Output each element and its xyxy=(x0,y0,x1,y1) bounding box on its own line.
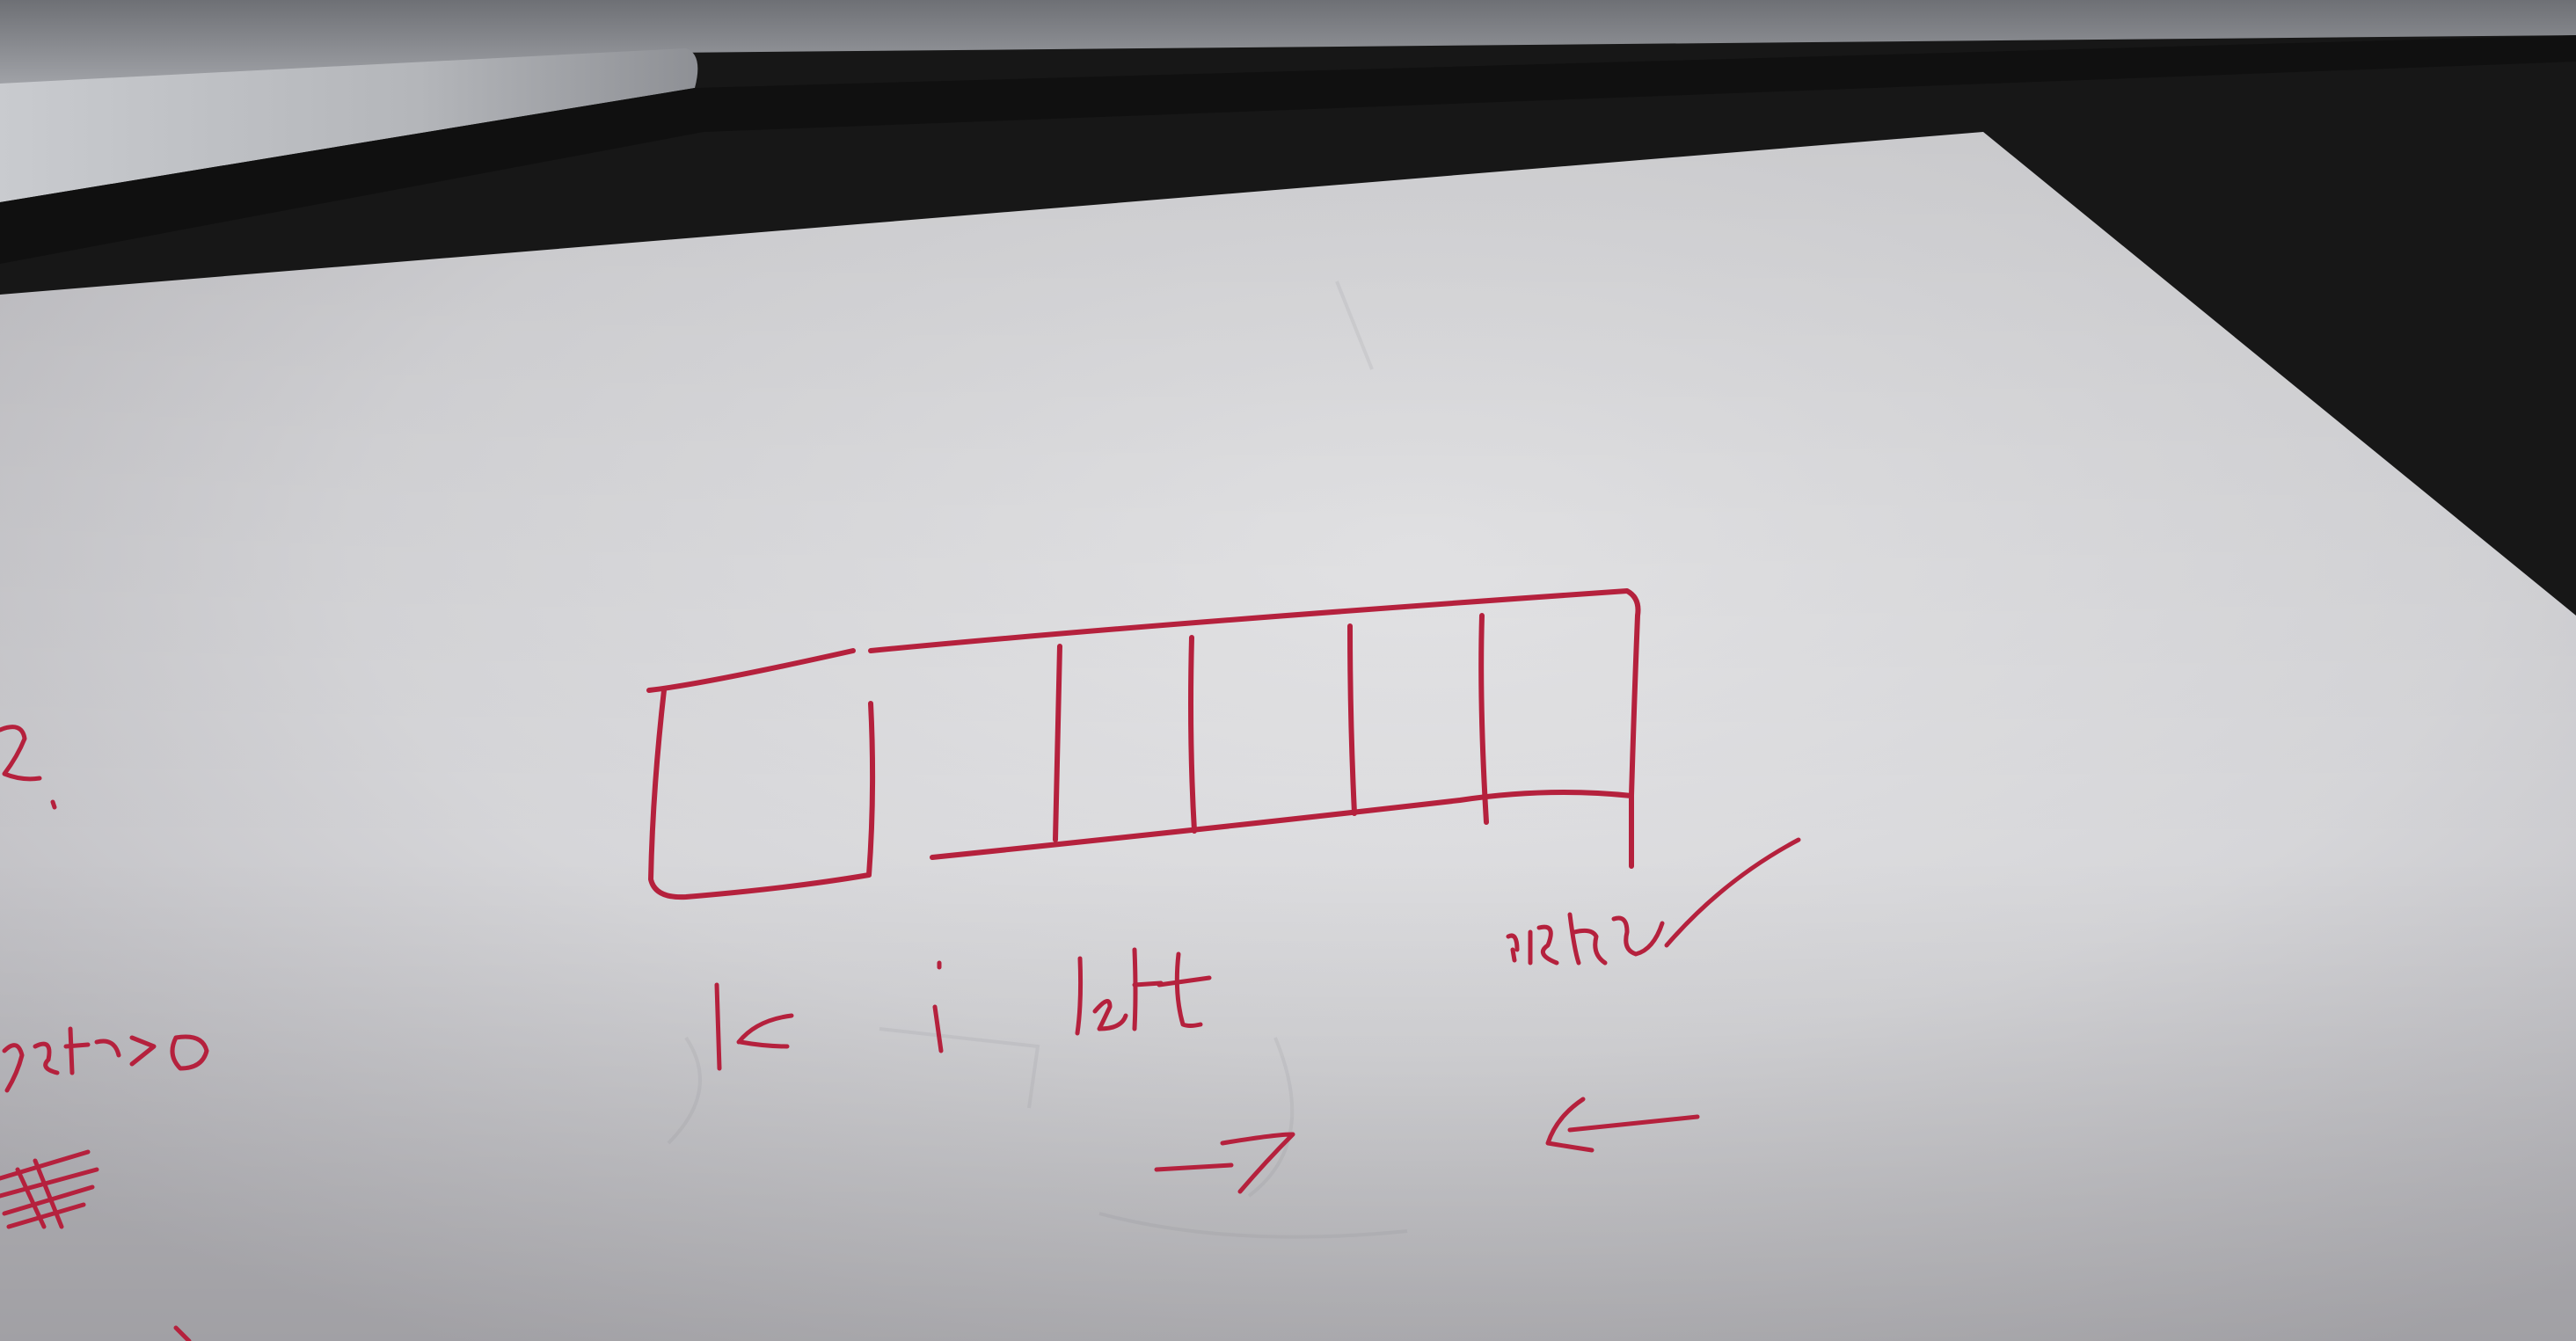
laptop-shadow-edge xyxy=(0,35,2576,264)
label-left xyxy=(1075,947,1212,1036)
divider-1 xyxy=(1053,644,1062,842)
divider-2 xyxy=(1188,635,1197,834)
arrow-left-pointer xyxy=(1154,1132,1295,1194)
arrow-right-pointer xyxy=(1545,1097,1700,1153)
array-diagram xyxy=(0,588,1801,1341)
cell-k xyxy=(646,648,876,900)
divider-4 xyxy=(1478,613,1489,825)
label-k xyxy=(714,982,794,1071)
margin-fragment-top xyxy=(0,725,57,810)
divider-3 xyxy=(1347,623,1357,816)
scribble-mark xyxy=(0,1149,99,1229)
laptop-slot xyxy=(0,48,698,202)
paper-shading xyxy=(0,132,2576,1341)
label-i xyxy=(932,960,944,1053)
margin-fragment-bottom xyxy=(173,1325,192,1341)
show-through-marks xyxy=(667,281,1408,1239)
margin-fragment-middle xyxy=(2,1026,209,1093)
array-outline xyxy=(868,588,1641,869)
label-right xyxy=(1506,837,1801,966)
